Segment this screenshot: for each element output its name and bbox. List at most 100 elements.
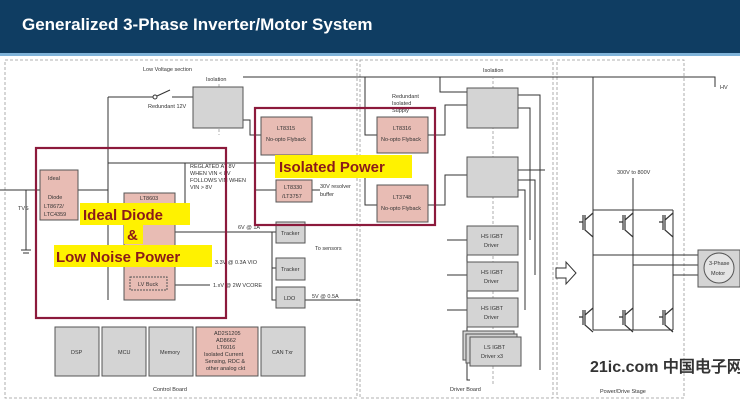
annotation: REGLATED AT 8V — [190, 164, 236, 170]
annotation: 30V resolver — [320, 184, 351, 190]
block-label: LDO — [284, 296, 296, 302]
switch-icon[interactable] — [152, 94, 158, 100]
analog-block — [195, 326, 259, 377]
lv-buck-block — [129, 276, 168, 291]
block-label: AD2S1205 — [214, 331, 241, 337]
arrow-icon — [555, 260, 577, 286]
block-label: LT8315 — [277, 126, 295, 132]
can-txr-block — [260, 326, 306, 377]
block-label: Driver — [484, 243, 499, 249]
block-label: LT8672/ — [44, 204, 64, 210]
watermark: 21ic.com 中国电子网 — [590, 357, 740, 376]
hs-driver-1: HS IGBT Driver — [466, 225, 519, 256]
header-bar: Generalized 3-Phase Inverter/Motor Syste… — [0, 0, 740, 56]
callout-background — [54, 245, 212, 267]
ideal-diode-block — [39, 169, 79, 221]
block-label: HS IGBT — [481, 306, 504, 312]
block-label: HS IGBT — [481, 270, 504, 276]
annotation: Redundant — [392, 94, 419, 100]
block-label: CAN Txr — [272, 350, 293, 356]
power-stage-label: Power/Drive Stage — [600, 389, 646, 395]
block-label: No-opto Flyback — [381, 137, 421, 143]
ls-driver: LS IGBT Driver x3 — [462, 330, 522, 367]
rail-label: 3.3V @ 0.3A VIO — [215, 260, 258, 266]
switch-lever — [156, 89, 171, 97]
block-label: LT8603 — [140, 196, 158, 202]
redundant-12v-label: Redundant 12V — [148, 104, 187, 110]
power-stage-boundary — [556, 59, 685, 399]
rail-label: 5V @ 0.5A — [312, 294, 339, 300]
block-label: Driver — [484, 315, 499, 321]
block-label: No-opto Flyback — [266, 137, 306, 143]
annotation: buffer — [320, 192, 334, 198]
block-label: Motor — [711, 271, 725, 277]
block-label: LT6016 — [217, 345, 235, 351]
isolation-label: Isolation — [483, 68, 504, 74]
tracker-block — [275, 221, 306, 244]
rail-label: 6V @ 1A — [238, 225, 260, 231]
block-label: Memory — [160, 350, 180, 356]
annotation: To sensors — [315, 246, 342, 252]
tvs-label: TVS — [18, 206, 29, 212]
ideal-diode-callout: Ideal Diode — [83, 207, 163, 224]
annotation: Supply — [392, 108, 409, 114]
block-label: Sensing, RDC & — [205, 359, 245, 365]
page-title: Generalized 3-Phase Inverter/Motor Syste… — [22, 15, 373, 34]
block-label: HS IGBT — [481, 234, 504, 240]
block-label: DSP — [71, 350, 83, 356]
lt8315-block — [260, 116, 313, 156]
block-label: MCU — [118, 350, 131, 356]
tracker-block — [275, 257, 306, 281]
block-label: LV Buck — [138, 282, 158, 288]
block-label: LT8316 — [393, 126, 411, 132]
block-label: Driver x3 — [481, 354, 503, 360]
mcu-block — [101, 326, 147, 377]
callout-background — [275, 155, 412, 178]
block-label: LTC4359 — [44, 212, 66, 218]
block-label: No-opto Flyback — [381, 206, 421, 212]
block-label: /LT3757 — [282, 194, 302, 200]
block-label: AD8662 — [216, 338, 236, 344]
annotation: WHEN VIN < 8V — [190, 171, 231, 177]
isolated-power-callout: Isolated Power — [279, 159, 385, 176]
rail-label: 1.xV @ 2W VCORE — [213, 283, 262, 289]
ideal-diode-highlight — [34, 146, 228, 320]
callout-background — [80, 203, 190, 225]
memory-block — [148, 326, 194, 377]
block-label: Driver — [484, 279, 499, 285]
block-label: Tracker — [281, 231, 300, 237]
driver-board-boundary — [359, 59, 554, 399]
isolation-transformer — [466, 87, 519, 129]
block-label: Isolated Current — [204, 352, 244, 358]
lt8330-block — [275, 179, 313, 203]
hv-label: HV — [720, 85, 728, 91]
control-board-label: Control Board — [153, 387, 187, 393]
dc-bus-label: 300V to 800V — [617, 170, 651, 176]
isolation-label: Isolation — [206, 77, 227, 83]
low-voltage-label: Low Voltage section — [143, 67, 192, 73]
isolated-power-highlight — [253, 106, 437, 227]
block-label: Tracker — [281, 267, 300, 273]
block-label: Ideal — [48, 176, 60, 182]
hs-driver-3: HS IGBT Driver — [466, 297, 519, 328]
isolation-transformer — [466, 156, 519, 198]
control-board-boundary — [4, 59, 358, 399]
block-label: 3-Phase — [709, 261, 730, 267]
dsp-block — [54, 326, 100, 377]
isolation-transformer — [192, 86, 244, 129]
lt8316-block — [376, 116, 429, 154]
callout-background — [124, 225, 143, 244]
low-noise-callout: Low Noise Power — [56, 249, 180, 266]
annotation: FOLLOWS VIN WHEN — [190, 178, 246, 184]
ldo-block — [275, 286, 306, 309]
block-label: other analog ckt — [206, 366, 246, 372]
annotation: Isolated — [392, 101, 411, 107]
annotation: VIN > 8V — [190, 185, 212, 191]
lt3748-block — [376, 184, 429, 223]
ground-icon — [21, 190, 31, 254]
system-diagram: Low Voltage section Isolation Isolation … — [0, 59, 740, 399]
ampersand-callout: & — [127, 227, 138, 244]
block-label: LT8330 — [284, 185, 302, 191]
block-label: LS IGBT — [484, 345, 506, 351]
block-label: LT3748 — [393, 195, 411, 201]
